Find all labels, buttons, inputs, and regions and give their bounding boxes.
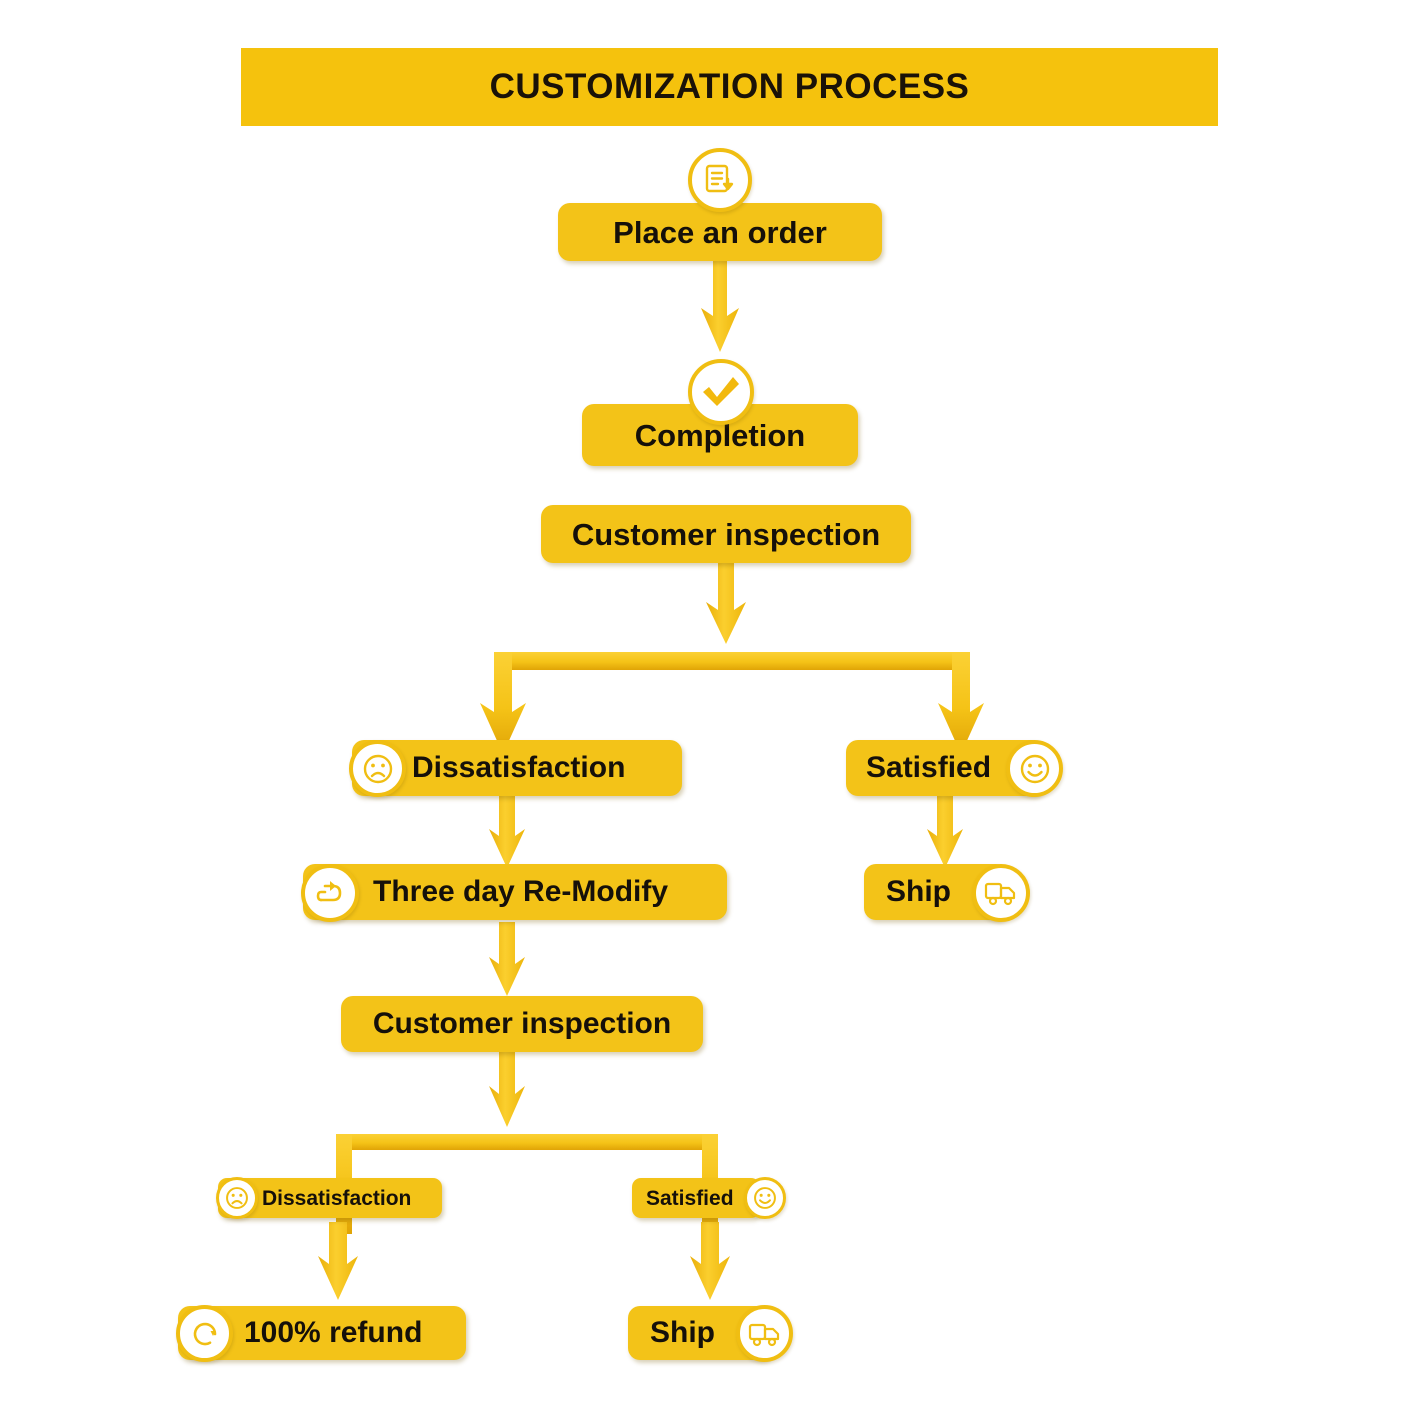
refund-circle-icon <box>176 1305 233 1362</box>
node-label-satisfied-2: Satisfied <box>646 1186 734 1210</box>
connector-branch-bar-1 <box>480 650 986 770</box>
check-circle-icon <box>688 359 754 425</box>
node-label-ship-2: Ship <box>650 1316 715 1349</box>
smiley-face-icon <box>1006 740 1063 797</box>
connector-remodify-to-inspection2 <box>487 922 527 1004</box>
node-satisfied-2[interactable]: Satisfied <box>632 1178 760 1218</box>
smiley-face-icon <box>744 1177 786 1219</box>
node-three-day-re-modify[interactable]: Three day Re-Modify <box>303 864 727 920</box>
node-place-an-order[interactable]: Place an order <box>558 203 882 261</box>
node-completion[interactable]: Completion <box>582 404 858 466</box>
node-label-ship-1: Ship <box>886 875 951 908</box>
page-title: CUSTOMIZATION PROCESS <box>489 67 970 106</box>
truck-icon <box>972 864 1030 922</box>
node-label-100-percent-refund: 100% refund <box>244 1316 423 1349</box>
node-dissatisfaction-1[interactable]: Dissatisfaction <box>352 740 682 796</box>
document-download-icon <box>688 148 752 212</box>
node-label-satisfied-1: Satisfied <box>866 751 992 784</box>
page-title-banner: CUSTOMIZATION PROCESS <box>241 48 1218 126</box>
connector-dissatisfaction1-to-remodify <box>487 796 527 876</box>
sad-face-icon <box>216 1177 258 1219</box>
node-customer-inspection-2[interactable]: Customer inspection <box>341 996 703 1052</box>
node-dissatisfaction-2[interactable]: Dissatisfaction <box>218 1178 442 1218</box>
node-label-three-day-re-modify: Three day Re-Modify <box>373 875 669 908</box>
sad-face-icon <box>349 740 406 797</box>
node-satisfied-1[interactable]: Satisfied <box>846 740 1044 796</box>
connector-inspection2-to-branch2 <box>487 1050 527 1134</box>
connector-satisfied2-to-ship2 <box>688 1222 732 1306</box>
redo-arrow-icon <box>301 864 359 922</box>
node-customer-inspection-1[interactable]: Customer inspection <box>541 505 911 563</box>
node-label-place-an-order: Place an order <box>613 214 827 250</box>
connector-inspection1-to-branch <box>704 562 748 652</box>
node-label-customer-inspection-2: Customer inspection <box>372 1007 672 1040</box>
node-label-customer-inspection-1: Customer inspection <box>571 516 881 552</box>
connector-place-order-to-completion <box>698 258 742 368</box>
truck-icon <box>736 1305 793 1362</box>
node-label-dissatisfaction-2: Dissatisfaction <box>262 1186 412 1210</box>
connector-dissatisfaction2-to-refund <box>316 1222 360 1306</box>
node-label-dissatisfaction-1: Dissatisfaction <box>412 751 626 784</box>
connector-satisfied1-to-ship1 <box>925 796 965 876</box>
